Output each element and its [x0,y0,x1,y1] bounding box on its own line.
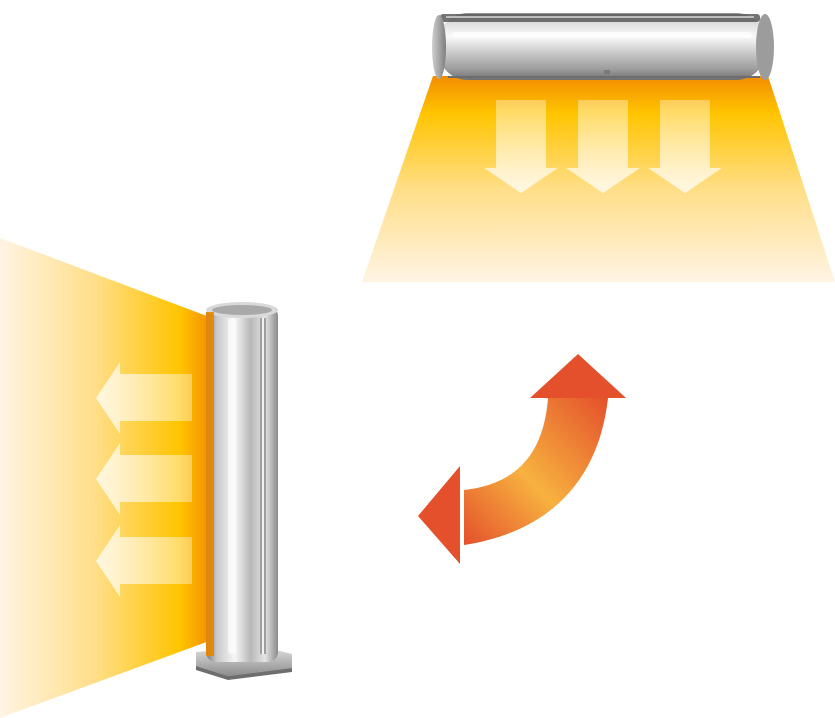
vertical-air-curtain-unit [196,302,292,680]
horizontal-air-curtain-unit [432,13,774,80]
rotate-arrowhead-left [418,466,460,564]
curved-double-arrow-icon [418,354,626,564]
rotate-arrowhead-up [530,354,626,398]
vertical-air-curtain-group [0,238,292,718]
horizontal-air-curtain-group [362,13,835,282]
